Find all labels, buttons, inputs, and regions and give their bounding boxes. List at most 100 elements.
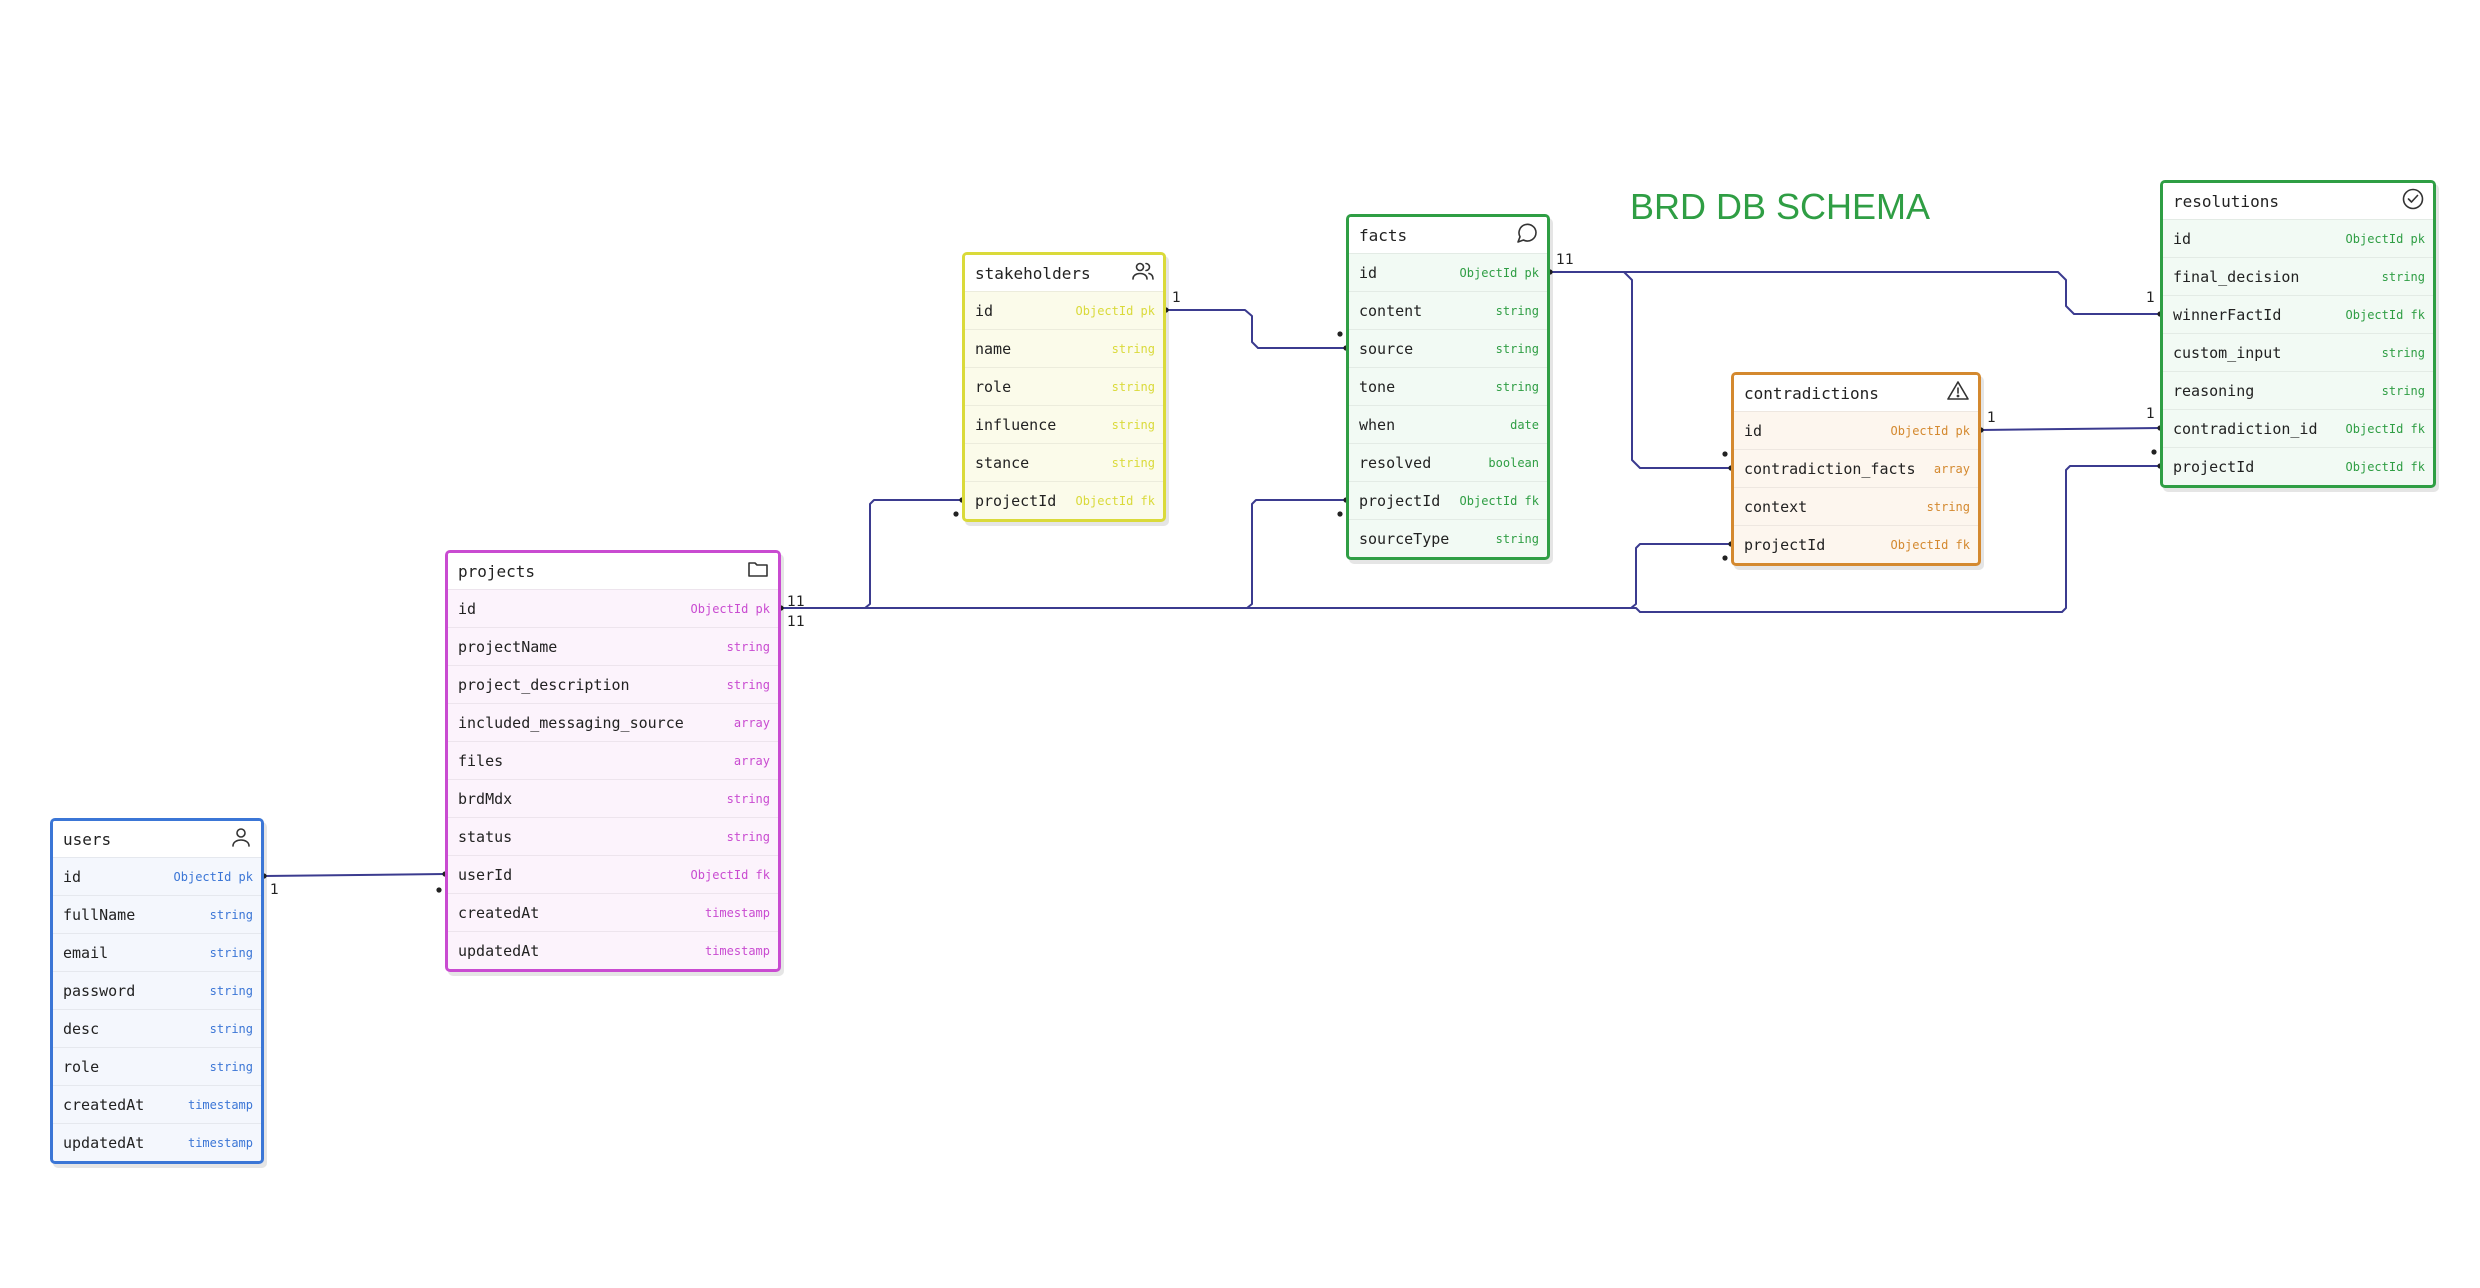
table-header: projects bbox=[448, 553, 778, 589]
connector-contradictions-resolutions bbox=[1980, 427, 2161, 431]
table-header: stakeholders bbox=[965, 255, 1163, 291]
column-name: projectId bbox=[1359, 491, 1441, 510]
column-name: password bbox=[63, 981, 136, 1000]
endpoint-dot bbox=[2151, 449, 2157, 455]
column-name: id bbox=[1744, 421, 1763, 440]
column-type: boolean bbox=[1488, 455, 1539, 470]
column-name: id bbox=[1359, 263, 1378, 282]
cardinality-one: 1 bbox=[1172, 290, 1181, 306]
column-name: winnerFactId bbox=[2173, 305, 2282, 324]
column-type: timestamp bbox=[187, 1135, 253, 1150]
alert-triangle-icon bbox=[1946, 379, 1970, 407]
column-type: string bbox=[1111, 341, 1155, 356]
diagram-title: BRD DB SCHEMA bbox=[1629, 186, 1931, 227]
column-name: final_decision bbox=[2173, 267, 2300, 286]
users-icon bbox=[1131, 259, 1155, 287]
connector-facts-contradictions bbox=[1550, 271, 1731, 469]
column-name: id bbox=[975, 301, 994, 320]
cardinality-one: 1 bbox=[1565, 252, 1574, 268]
column-name: resolved bbox=[1359, 453, 1432, 472]
column-name: reasoning bbox=[2173, 381, 2255, 400]
column-type: ObjectId fk bbox=[690, 867, 770, 882]
column-name: custom_input bbox=[2173, 343, 2282, 362]
column-name: influence bbox=[975, 415, 1057, 434]
column-type: ObjectId pk bbox=[1890, 423, 1970, 438]
column-name: context bbox=[1744, 497, 1808, 516]
table-row[interactable]: custom_input string bbox=[2163, 333, 2433, 371]
column-name: name bbox=[975, 339, 1012, 358]
table-name: stakeholders bbox=[975, 263, 1091, 283]
column-type: string bbox=[2381, 345, 2425, 360]
table-header: facts bbox=[1349, 217, 1547, 253]
column-name: project_description bbox=[458, 675, 630, 694]
column-name: projectId bbox=[975, 491, 1057, 510]
column-type: string bbox=[209, 907, 253, 922]
cardinality-one: 1 bbox=[1987, 410, 1996, 426]
column-name: role bbox=[63, 1057, 100, 1076]
column-type: timestamp bbox=[704, 905, 770, 920]
endpoint-dot bbox=[1337, 511, 1343, 517]
table-row[interactable]: source string bbox=[1349, 329, 1547, 367]
table-header: users bbox=[53, 821, 261, 857]
column-type: string bbox=[1495, 341, 1539, 356]
table-row[interactable]: resolved boolean bbox=[1349, 443, 1547, 481]
column-name: fullName bbox=[63, 905, 136, 924]
user-icon bbox=[229, 825, 253, 853]
column-type: timestamp bbox=[187, 1097, 253, 1112]
connector-facts-resolutions bbox=[1550, 271, 2160, 315]
column-type: ObjectId pk bbox=[690, 601, 770, 616]
table-row[interactable]: fullName string bbox=[53, 895, 261, 933]
connector-projects-stakeholders bbox=[781, 499, 962, 609]
connector-projects-contradictions bbox=[781, 543, 1731, 609]
column-name: source bbox=[1359, 339, 1414, 358]
column-type: string bbox=[1495, 531, 1539, 546]
column-type: string bbox=[1111, 379, 1155, 394]
table-row[interactable]: id ObjectId pk bbox=[1734, 411, 1978, 449]
column-name: desc bbox=[63, 1019, 100, 1038]
table-row[interactable]: name string bbox=[965, 329, 1163, 367]
